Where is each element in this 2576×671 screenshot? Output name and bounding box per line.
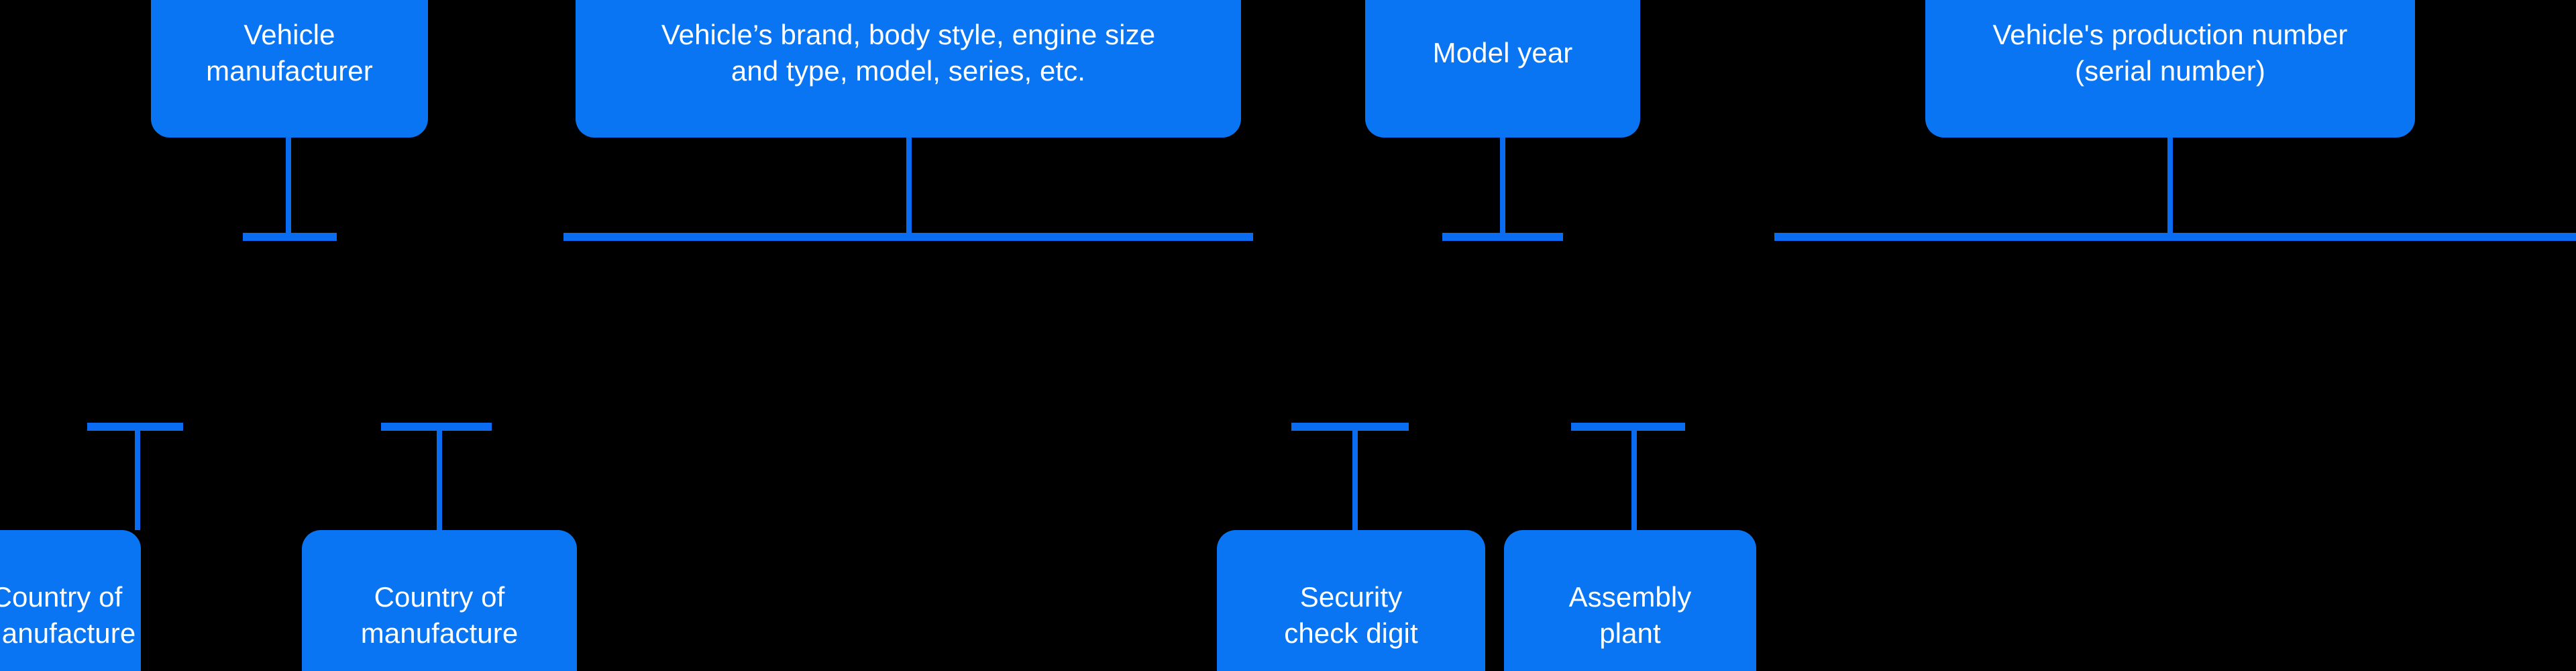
node-vehicle-descriptor[interactable]: Vehicle’s brand, body style, engine size…	[576, 0, 1241, 138]
bracket-model-year	[1442, 233, 1563, 241]
bracket-assembly-plant	[1571, 423, 1685, 431]
node-assembly-plant-label: Assembly plant	[1568, 580, 1692, 649]
node-country-of-manufacture-2-label: Country of manufacture	[360, 580, 519, 649]
bracket-country-of-manufacture-2	[381, 423, 492, 431]
node-assembly-plant[interactable]: Assembly plant	[1504, 530, 1756, 671]
node-model-year-label: Model year	[1432, 36, 1573, 68]
node-security-check-digit-label: Security check digit	[1284, 580, 1418, 649]
stem-assembly-plant	[1631, 427, 1637, 530]
stem-country-of-manufacture-2	[437, 427, 442, 530]
stem-production-number	[2167, 138, 2173, 237]
node-vehicle-manufacturer-label: Vehicle manufacturer	[206, 18, 373, 87]
node-security-check-digit[interactable]: Security check digit	[1217, 530, 1485, 671]
bracket-security-check-digit	[1291, 423, 1409, 431]
bracket-vehicle-descriptor	[564, 233, 1253, 241]
node-country-of-manufacture-2[interactable]: Country of manufacture	[302, 530, 577, 671]
node-production-number-label: Vehicle's production number (serial numb…	[1992, 18, 2348, 87]
node-production-number[interactable]: Vehicle's production number (serial numb…	[1925, 0, 2415, 138]
node-model-year[interactable]: Model year	[1365, 0, 1640, 138]
stem-vehicle-descriptor	[906, 138, 912, 237]
node-country-of-manufacture-1[interactable]: Country of manufacture	[0, 530, 141, 671]
node-country-of-manufacture-1-label: Country of manufacture	[0, 580, 136, 649]
stem-security-check-digit	[1352, 427, 1358, 530]
bracket-production-number	[1774, 233, 2576, 241]
bracket-vehicle-manufacturer	[243, 233, 337, 241]
stem-country-of-manufacture-1	[135, 427, 140, 530]
stem-model-year	[1500, 138, 1505, 237]
stem-vehicle-manufacturer	[286, 138, 291, 237]
node-vehicle-descriptor-label: Vehicle’s brand, body style, engine size…	[661, 18, 1156, 87]
node-vehicle-manufacturer[interactable]: Vehicle manufacturer	[151, 0, 428, 138]
